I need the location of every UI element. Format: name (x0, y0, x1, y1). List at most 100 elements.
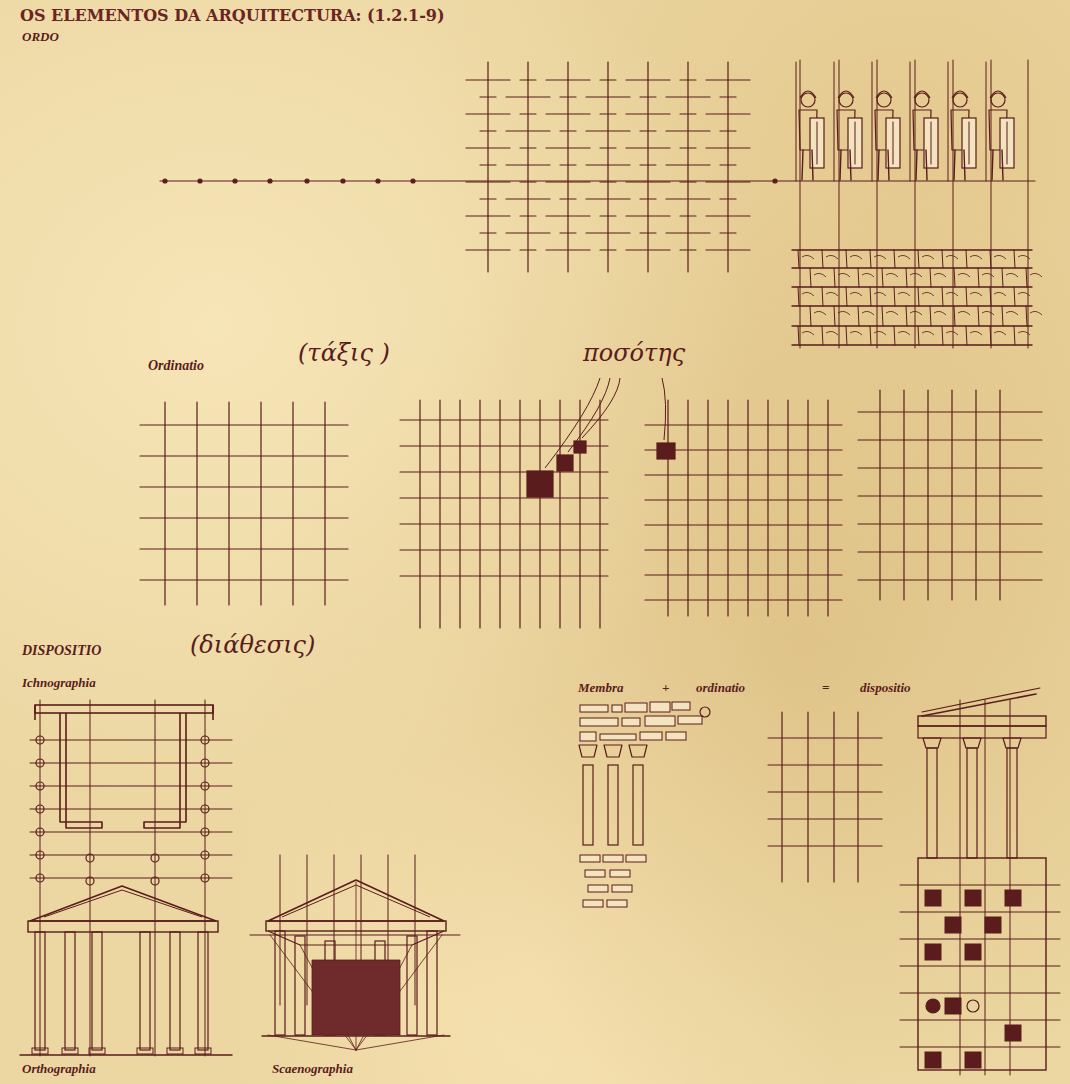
stroke (858, 579, 1042, 580)
stroke (858, 411, 1042, 412)
stroke (798, 326, 799, 345)
stroke (967, 748, 977, 858)
stroke (834, 62, 835, 181)
stroke (894, 287, 895, 306)
term-label: Membra (578, 681, 624, 696)
stroke (773, 179, 777, 183)
stroke (633, 765, 643, 845)
stroke (170, 932, 180, 1050)
stroke (925, 944, 941, 960)
stroke (969, 122, 970, 164)
stroke (647, 62, 648, 272)
stroke (963, 738, 981, 748)
stroke (506, 96, 550, 97)
stroke (567, 62, 568, 272)
stroke (356, 1035, 444, 1050)
stroke (1002, 268, 1003, 287)
stroke (459, 400, 460, 628)
stroke (586, 96, 630, 97)
stroke (645, 524, 842, 525)
stroke (946, 331, 958, 335)
stroke (439, 400, 440, 628)
stroke (400, 419, 608, 420)
stroke (990, 287, 991, 306)
page-title: OS ELEMENTOS DA ARQUITECTURA: (1.2.1-9) (20, 7, 444, 25)
stroke (626, 147, 670, 148)
stroke (934, 273, 946, 277)
stroke (667, 400, 668, 616)
stroke (622, 718, 640, 726)
stroke (480, 96, 496, 97)
stroke (846, 287, 847, 306)
stroke (946, 292, 958, 296)
stroke (858, 439, 1042, 440)
stroke (586, 198, 630, 199)
stroke (466, 147, 510, 148)
stroke (640, 130, 656, 131)
stroke (600, 734, 636, 740)
stroke (900, 993, 1060, 994)
stroke (324, 402, 325, 605)
stroke (30, 886, 216, 921)
stroke (792, 325, 1032, 326)
stroke (163, 179, 167, 183)
stroke (580, 732, 596, 741)
stroke (1018, 292, 1030, 296)
stroke (914, 91, 930, 98)
stroke (626, 181, 670, 182)
stroke (228, 402, 229, 605)
stroke (479, 400, 480, 628)
stroke (858, 268, 859, 287)
stroke (858, 495, 1042, 496)
stroke (607, 900, 627, 907)
stroke (680, 147, 696, 148)
stroke (862, 273, 874, 277)
stroke (666, 232, 710, 233)
stroke (1006, 311, 1018, 315)
stroke (140, 548, 348, 549)
section-label: ORDO (22, 30, 59, 45)
stroke (925, 1052, 941, 1068)
stroke (155, 700, 156, 1056)
stroke (923, 738, 941, 748)
stroke (582, 378, 620, 438)
stroke (419, 400, 420, 628)
stroke (560, 232, 576, 233)
stroke (520, 79, 536, 80)
stroke (666, 130, 710, 131)
stroke (982, 273, 994, 277)
stroke (1026, 306, 1027, 326)
stroke (292, 402, 293, 605)
stroke (965, 944, 981, 960)
stroke (850, 150, 851, 180)
stroke (874, 292, 886, 296)
stroke (958, 273, 970, 277)
stroke (268, 1035, 356, 1050)
stroke (586, 232, 630, 233)
stroke (140, 455, 348, 456)
stroke (879, 390, 880, 600)
stroke (1007, 122, 1008, 164)
stroke (466, 113, 510, 114)
stroke (60, 713, 102, 828)
stroke (800, 91, 816, 98)
stroke (610, 870, 630, 877)
stroke (872, 62, 873, 181)
stroke (1002, 306, 1003, 326)
stroke (720, 96, 736, 97)
stroke (706, 113, 750, 114)
stroke (164, 402, 165, 605)
stroke (608, 765, 618, 845)
stroke (922, 688, 1040, 712)
stroke (874, 255, 886, 259)
stroke (400, 497, 608, 498)
stroke (480, 198, 496, 199)
stroke (817, 122, 818, 164)
stroke (916, 150, 917, 180)
stroke (810, 268, 811, 287)
stroke (954, 268, 955, 287)
stroke (586, 164, 630, 165)
stroke (802, 255, 814, 259)
stroke (580, 855, 600, 862)
greek-term: ποσότης (583, 340, 685, 368)
